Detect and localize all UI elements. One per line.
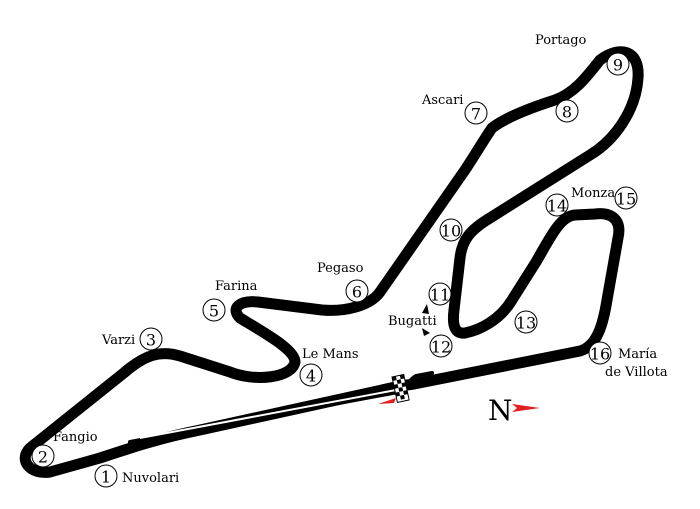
turn-12-number: 12 xyxy=(431,338,451,357)
start-finish-flag xyxy=(391,373,410,404)
turn-16: 16 María de Villota xyxy=(588,341,668,380)
turn-1-name: Nuvolari xyxy=(122,471,179,486)
pit-lane-gap xyxy=(139,389,397,439)
turn-3: 3 Varzi xyxy=(101,327,163,351)
north-label: N xyxy=(488,394,513,427)
turn-11-number: 11 xyxy=(430,286,450,305)
turn-10-number: 10 xyxy=(441,222,461,241)
north-indicator: N xyxy=(488,394,540,427)
turn-6-number: 6 xyxy=(352,283,362,302)
turn-15-number: 15 xyxy=(616,190,636,209)
turn-2-name: Fangio xyxy=(53,430,98,445)
turn-7: 7 Ascari xyxy=(421,93,488,125)
turn-14: 14 Monza xyxy=(545,186,615,217)
bugatti-arrow-down-icon xyxy=(422,328,430,336)
bugatti-arrow-up-icon xyxy=(422,304,429,314)
race-direction-arrow-icon xyxy=(378,398,396,404)
circuit-track xyxy=(19,46,644,478)
turn-3-name: Varzi xyxy=(101,333,135,348)
turn-2: 2 Fangio xyxy=(31,430,98,468)
turn-16-name-line2: de Villota xyxy=(605,365,668,380)
turn-11: 11 xyxy=(428,282,452,306)
turn-9: 9 Portago xyxy=(535,33,630,76)
turn-7-number: 7 xyxy=(471,105,481,124)
turn-16-name-line1: María xyxy=(618,347,657,362)
turn-8-number: 8 xyxy=(562,103,572,122)
turn-14-number: 14 xyxy=(547,197,567,216)
turn-5-number: 5 xyxy=(209,302,219,321)
turn-5-name: Farina xyxy=(215,279,258,294)
turn-16-number: 16 xyxy=(590,345,610,364)
turn-6-name: Pegaso xyxy=(317,261,364,276)
turn-2-number: 2 xyxy=(38,448,48,467)
north-arrow-icon xyxy=(512,404,540,412)
turn-9-name: Portago xyxy=(535,33,587,48)
turn-1-number: 1 xyxy=(101,468,111,487)
turn-13: 13 xyxy=(514,310,538,334)
turn-6: 6 Pegaso xyxy=(317,261,369,303)
turn-5: 5 Farina xyxy=(202,279,258,322)
turn-13-number: 13 xyxy=(516,314,536,333)
turn-15: 15 xyxy=(614,186,638,210)
turn-10: 10 xyxy=(439,218,463,242)
turn-12: 12 Bugatti xyxy=(388,314,453,358)
turn-7-name: Ascari xyxy=(421,93,463,108)
turn-3-number: 3 xyxy=(146,331,156,350)
turn-14-name: Monza xyxy=(571,186,615,201)
turn-9-number: 9 xyxy=(613,56,623,75)
turn-4: 4 Le Mans xyxy=(299,347,359,387)
turn-4-number: 4 xyxy=(306,367,316,386)
turn-1: 1 Nuvolari xyxy=(94,464,179,488)
turn-12-name: Bugatti xyxy=(388,314,437,329)
turn-4-name: Le Mans xyxy=(302,347,359,362)
turn-8: 8 xyxy=(555,99,579,123)
